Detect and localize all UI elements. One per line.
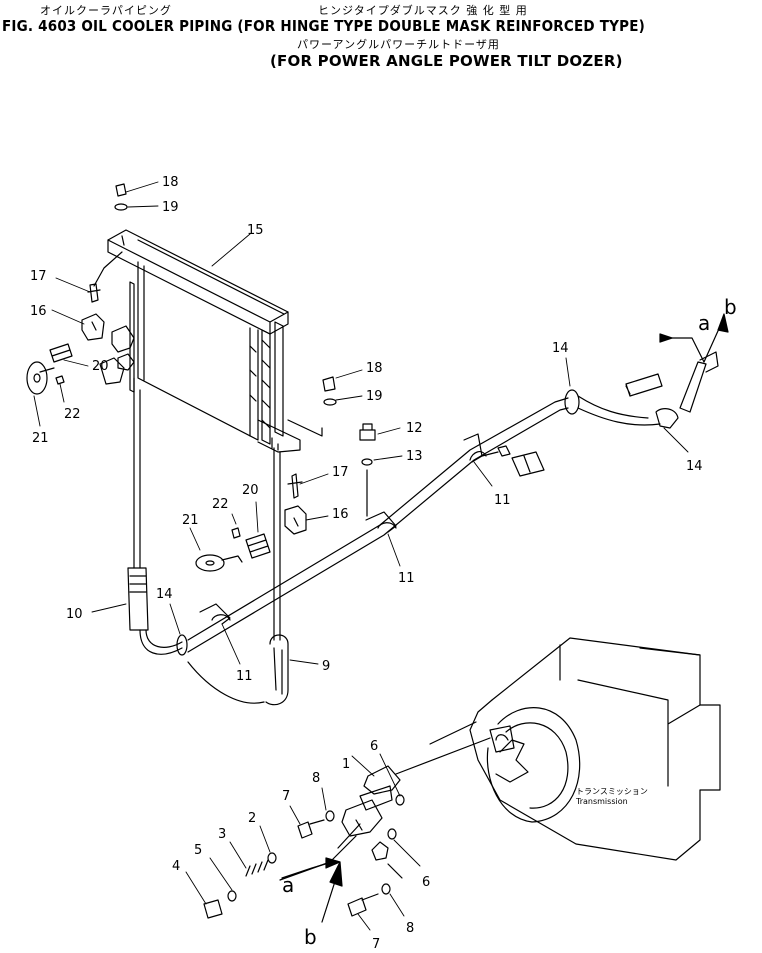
callout-1: 1 xyxy=(342,757,350,772)
title-japanese-oil-cooler: オイルクーラパイピング xyxy=(40,4,172,17)
callout-8-upper: 8 xyxy=(312,771,320,786)
figure-title: FIG. 4603 OIL COOLER PIPING (FOR HINGE T… xyxy=(2,17,645,35)
callout-8-lower: 8 xyxy=(406,921,414,936)
callout-21: 21 xyxy=(32,431,49,446)
cooler-mount-hardware-lower xyxy=(195,376,337,572)
callout-12: 12 xyxy=(406,421,423,436)
callout-14-left: 14 xyxy=(156,587,173,602)
callout-4: 4 xyxy=(172,859,180,874)
callout-14-right: 14 xyxy=(686,459,703,474)
callout-7-lower: 7 xyxy=(372,937,380,952)
leader-lines xyxy=(33,181,689,931)
callout-9: 9 xyxy=(322,659,330,674)
callout-14-upper: 14 xyxy=(552,341,569,356)
oil-cooler xyxy=(107,229,323,453)
callout-13: 13 xyxy=(406,449,423,464)
callout-6-lower: 6 xyxy=(422,875,430,890)
callout-18: 18 xyxy=(162,175,179,190)
reference-arrows xyxy=(281,313,729,923)
figure-subtitle: (FOR POWER ANGLE POWER TILT DOZER) xyxy=(270,52,623,70)
callout-21-lower: 21 xyxy=(182,513,199,528)
callout-2: 2 xyxy=(248,811,256,826)
oil-cooler-piping xyxy=(127,351,719,706)
callout-22: 22 xyxy=(64,407,81,422)
callout-3: 3 xyxy=(218,827,226,842)
callout-20: 20 xyxy=(92,359,109,374)
callout-5: 5 xyxy=(194,843,202,858)
callout-17: 17 xyxy=(30,269,47,284)
ref-b-upper: b xyxy=(724,295,737,319)
callout-16: 16 xyxy=(30,304,47,319)
callout-19: 19 xyxy=(162,200,179,215)
ref-a-upper: a xyxy=(698,311,710,335)
transmission-housing xyxy=(429,637,721,861)
callout-15: 15 xyxy=(247,223,264,238)
callout-7-upper: 7 xyxy=(282,789,290,804)
callout-6-upper: 6 xyxy=(370,739,378,754)
title-japanese-hinge-type: ヒンジタイプダブルマスク 強 化 型 用 xyxy=(318,4,528,17)
callout-18-lower: 18 xyxy=(366,361,383,376)
callout-22-lower: 22 xyxy=(212,497,229,512)
transmission-label-japanese: トランスミッション xyxy=(576,787,648,796)
callout-11-lower: 11 xyxy=(236,669,253,684)
subtitle-japanese: パワーアングルパワーチルトドーザ用 xyxy=(297,38,500,51)
transmission-label: Transmission xyxy=(575,797,628,806)
cooler-mount-hardware-upper xyxy=(26,183,128,395)
callout-16-lower: 16 xyxy=(332,507,349,522)
ref-b-lower: b xyxy=(304,925,317,949)
callout-19-lower: 19 xyxy=(366,389,383,404)
callout-11-upper: 11 xyxy=(494,493,511,508)
callout-17-lower: 17 xyxy=(332,465,349,480)
ref-a-lower: a xyxy=(282,873,294,897)
callout-11-middle: 11 xyxy=(398,571,415,586)
callout-20-lower: 20 xyxy=(242,483,259,498)
callout-10: 10 xyxy=(66,607,83,622)
